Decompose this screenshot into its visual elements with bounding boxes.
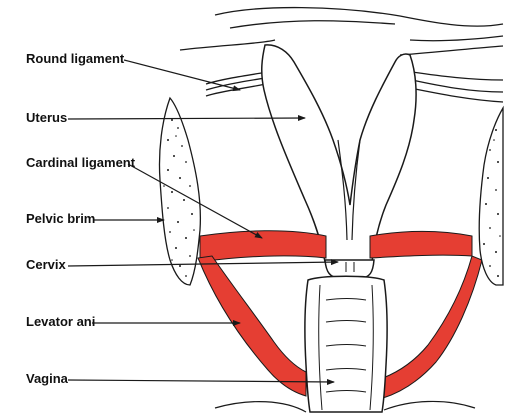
- label-vagina: Vagina: [26, 371, 68, 387]
- round-ligament-right: [410, 72, 503, 102]
- leader-round-ligament: [124, 60, 240, 90]
- label-round-ligament: Round ligament: [26, 51, 124, 67]
- levator-ani-left: [198, 256, 306, 396]
- uterus-body: [262, 45, 416, 262]
- cervix: [325, 260, 374, 278]
- label-pelvic-brim: Pelvic brim: [26, 211, 95, 227]
- label-uterus: Uterus: [26, 110, 67, 126]
- peritoneum-outline: [180, 8, 503, 55]
- pelvic-brim-right: [479, 108, 503, 285]
- label-levator-ani: Levator ani: [26, 314, 95, 330]
- cardinal-ligament-left: [200, 231, 326, 262]
- cardinal-ligament-right: [370, 232, 472, 259]
- label-cardinal-ligament: Cardinal ligament: [26, 155, 135, 171]
- levator-ani-right: [383, 256, 482, 398]
- leader-uterus: [68, 118, 305, 119]
- label-cervix: Cervix: [26, 257, 66, 273]
- pelvic-brim-left: [159, 98, 200, 285]
